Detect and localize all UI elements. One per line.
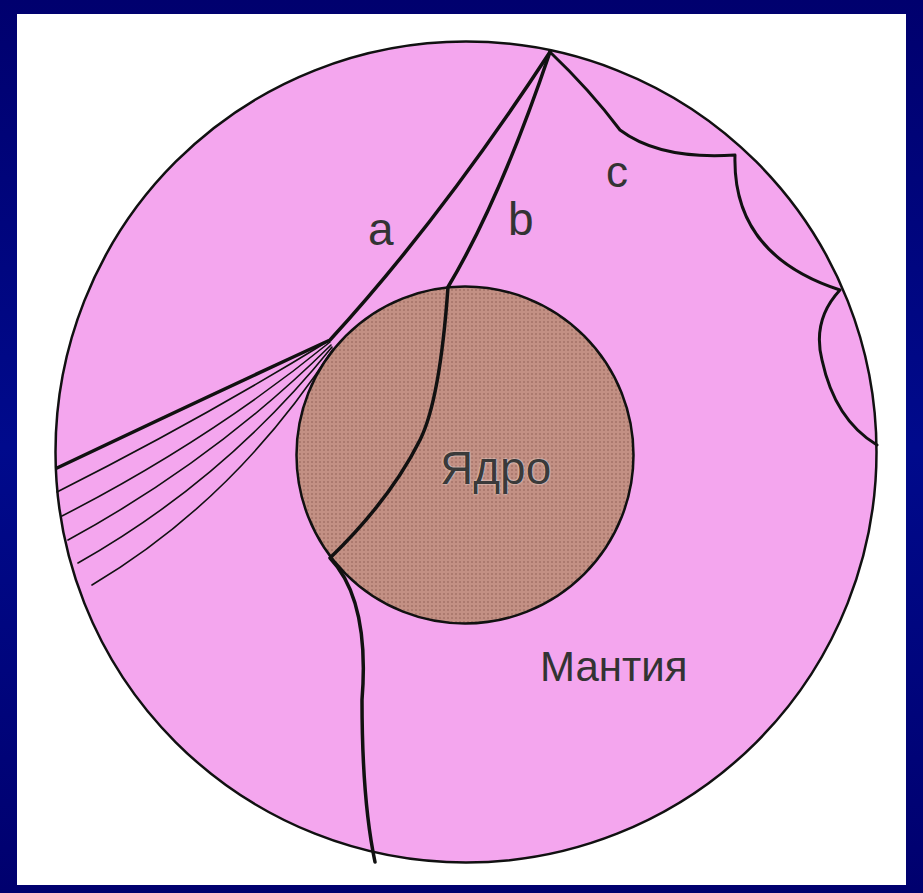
mantle-node: Мантия Ядро [54, 40, 878, 864]
core-node: Ядро [295, 285, 635, 625]
mantle-label: Мантия [540, 646, 687, 688]
ray-fan [57, 340, 333, 585]
core-label: Ядро [440, 445, 551, 491]
ray-c [550, 52, 877, 445]
ray-b [330, 52, 550, 862]
ray-label: c [606, 150, 628, 194]
ray-a [57, 52, 550, 468]
ray-label: a [368, 206, 394, 252]
ray-label: b [508, 196, 534, 242]
